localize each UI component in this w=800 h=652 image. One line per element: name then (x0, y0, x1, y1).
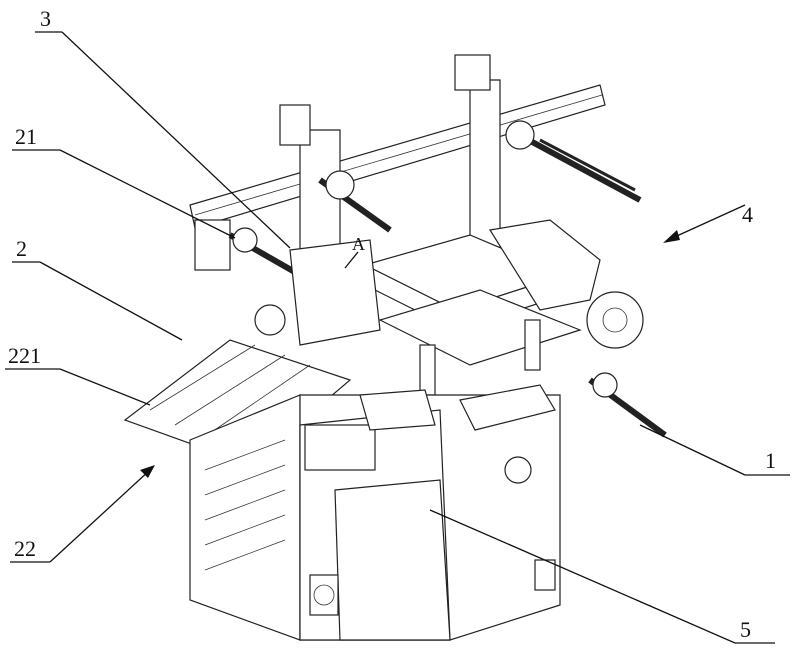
base-cabinet (189, 384, 561, 641)
vent-slots (204, 439, 286, 571)
callout-label-1: 1 (765, 448, 776, 473)
callout-label-5: 5 (740, 617, 751, 642)
callout-label-2: 2 (16, 236, 27, 261)
callout-label-3: 3 (40, 6, 51, 31)
callout-label-22: 22 (14, 536, 36, 561)
feeder-unit (123, 304, 352, 466)
callout-label-A: A (352, 234, 365, 254)
rollers (228, 120, 667, 438)
callout-label-4: 4 (742, 202, 753, 227)
callout-leaders (5, 31, 790, 644)
callout-label-21: 21 (15, 124, 37, 149)
callout-label-221: 221 (8, 343, 41, 368)
press-unit (289, 219, 644, 396)
